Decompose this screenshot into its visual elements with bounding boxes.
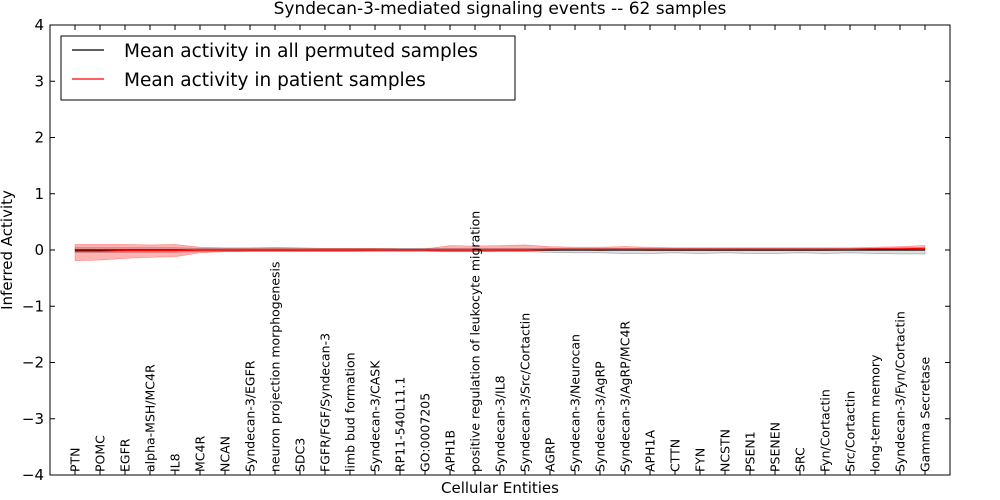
series-lines (75, 247, 926, 252)
x-tick-label: positive regulation of leukocyte migrati… (468, 211, 483, 472)
x-tick-label: CTTN (668, 439, 683, 472)
y-tick-label: 1 (34, 185, 44, 203)
x-tick-label: Src/Cortactin (843, 391, 858, 472)
x-tick-label: Syndecan-3/CASK (368, 360, 383, 472)
x-tick-label: SDC3 (293, 438, 308, 472)
y-tick-label: 2 (34, 129, 44, 147)
x-tick-label: limb bud formation (343, 352, 358, 472)
x-tick-label: IL8 (168, 453, 183, 472)
x-tick-label: RP11-540L11.1 (393, 377, 408, 472)
y-tick-label: −3 (22, 410, 44, 428)
series-line-1 (75, 247, 926, 252)
x-tick-label: SRC (793, 447, 808, 472)
legend-label-permuted: Mean activity in all permuted samples (124, 41, 478, 62)
x-tick-label: Syndecan-3/Neurocan (568, 334, 583, 472)
y-axis-label: Inferred Activity (0, 190, 16, 310)
y-tick-label: −4 (22, 466, 44, 484)
x-tick-label: Syndecan-3/AgRP/MC4R (618, 321, 633, 472)
x-tick-label: PTN (68, 447, 83, 472)
x-axis-label: Cellular Entities (441, 479, 559, 497)
x-tick-label: APH1B (443, 430, 458, 472)
chart-title: Syndecan-3-mediated signaling events -- … (274, 0, 727, 19)
x-tick-label: neuron projection morphogenesis (268, 261, 283, 472)
x-tick-label: FYN (693, 448, 708, 472)
x-tick-label: Syndecan-3/Src/Cortactin (518, 313, 533, 472)
x-tick-label: Syndecan-3/AgRP (593, 361, 608, 472)
y-tick-label: 4 (34, 16, 44, 34)
confidence-bands (74, 244, 926, 262)
y-tick-label: −1 (22, 297, 44, 315)
x-tick-label: long-term memory (868, 354, 883, 472)
x-tick-label: Syndecan-3/Fyn/Cortactin (893, 311, 908, 472)
x-tick-label: MC4R (193, 436, 208, 472)
y-tick-label: 3 (34, 72, 44, 90)
legend-box (60, 35, 516, 101)
x-tick-label: PSENEN (768, 422, 783, 472)
x-tick-label: Gamma Secretase (918, 357, 933, 472)
y-axis: −4 −3 −2 −1 0 1 2 3 4 (22, 16, 950, 484)
x-tick-label: Syndecan-3/EGFR (243, 360, 258, 472)
x-tick-label: AGRP (543, 437, 558, 472)
plot-frame (49, 24, 951, 476)
y-tick-label: 0 (34, 241, 44, 259)
x-tick-label: Syndecan-3/IL8 (493, 375, 508, 472)
x-tick-label: Fyn/Cortactin (818, 389, 833, 472)
x-tick-label: POMC (93, 435, 108, 472)
x-tick-label: GO:0007205 (418, 393, 433, 472)
y-tick-label: −2 (22, 354, 44, 372)
legend-label-patient: Mean activity in patient samples (124, 70, 426, 91)
x-tick-label: APH1A (643, 430, 658, 472)
x-tick-label: PSEN1 (743, 431, 758, 472)
x-tick-label: NCSTN (718, 429, 733, 472)
x-tick-label: NCAN (218, 436, 233, 472)
x-axis: PTN POMC EGFR alpha-MSH/MC4R IL8 MC4R NCAN Synd… (68, 25, 933, 475)
x-tick-label: FGFR/FGF/Syndecan-3 (318, 333, 333, 472)
x-tick-label: EGFR (118, 438, 133, 472)
legend: Mean activity in all permuted samples Me… (60, 35, 516, 101)
x-tick-label: alpha-MSH/MC4R (143, 364, 158, 472)
